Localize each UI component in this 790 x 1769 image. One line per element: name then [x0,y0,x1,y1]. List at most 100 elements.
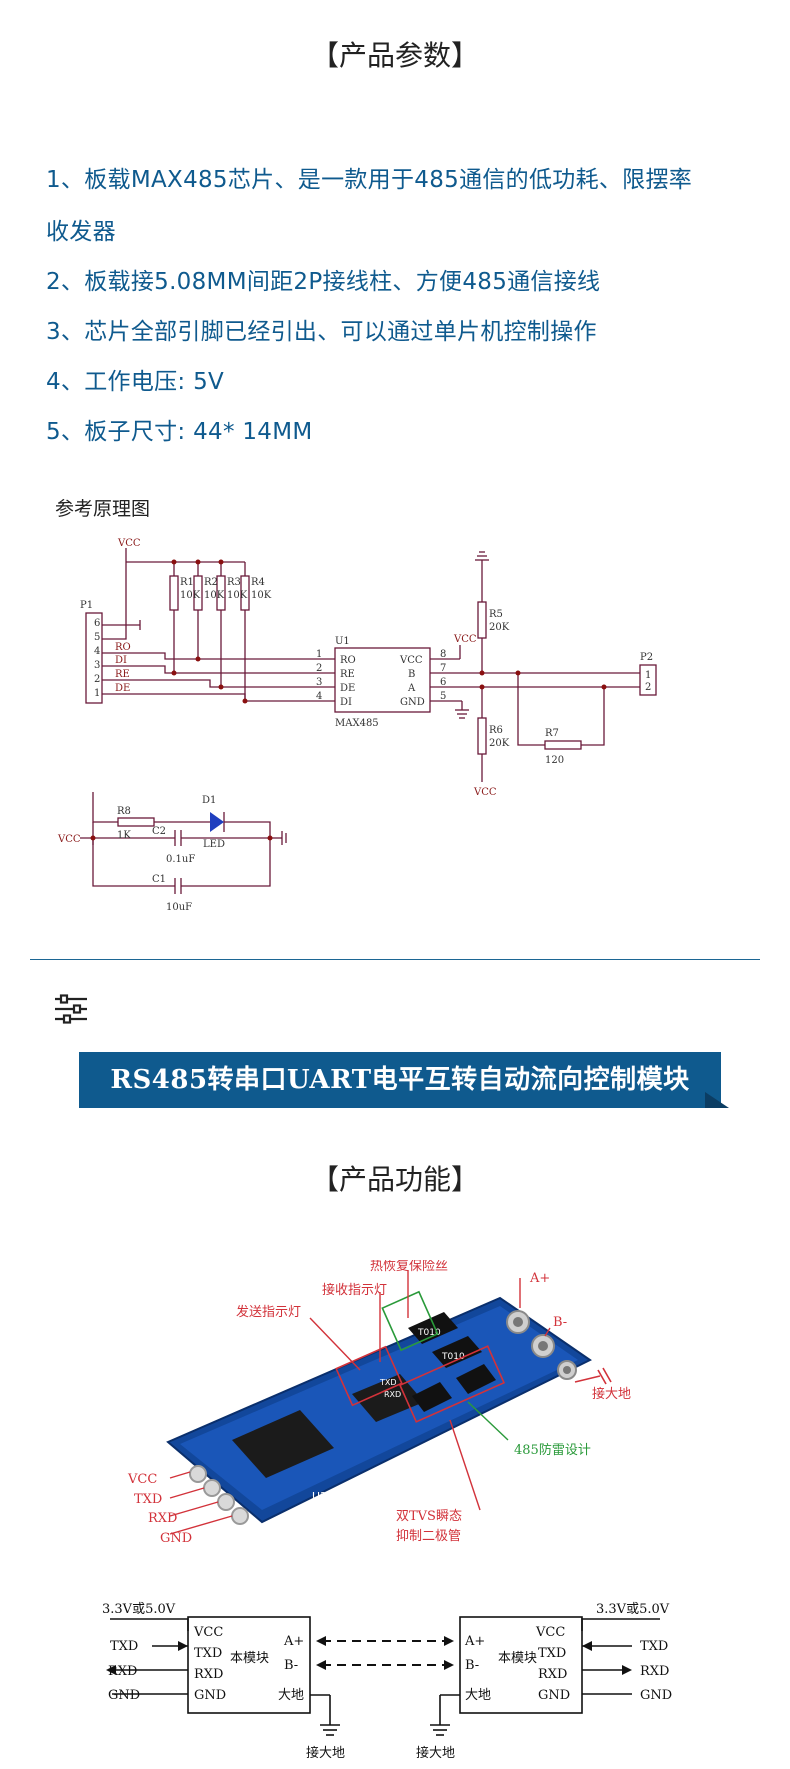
txd-arrow-icon [178,1641,188,1651]
param-line-1-cont: 收发器 [46,219,116,245]
svg-text:10K: 10K [204,590,225,601]
rxd-arrow-icon [106,1665,116,1675]
reference-schematic: 参考原理图 [55,498,657,913]
svg-text:10uF: 10uF [166,902,192,913]
svg-text:T010: T010 [441,1352,465,1362]
svg-text:U2: U2 [312,1490,327,1503]
svg-text:6: 6 [440,677,446,688]
svg-text:8: 8 [440,649,446,660]
svg-text:B: B [408,669,415,680]
svg-text:GND: GND [400,697,425,708]
svg-text:D1: D1 [202,795,216,806]
svg-text:GND: GND [538,1688,570,1703]
svg-text:C1: C1 [152,874,166,885]
svg-text:TXD: TXD [194,1646,222,1661]
svg-text:接大地: 接大地 [306,1745,345,1761]
svg-text:2: 2 [94,674,100,685]
svg-text:RE: RE [115,669,130,680]
section-divider [30,959,760,960]
svg-text:R4: R4 [251,577,265,588]
svg-text:TXD: TXD [640,1639,668,1654]
svg-text:GND: GND [640,1688,672,1703]
svg-text:4: 4 [94,646,100,657]
param-line-2: 2、板载接5.08MM间距2P接线柱、方便485通信接线 [46,269,601,295]
param-line-5: 5、板子尺寸: 44* 14MM [46,419,313,445]
schematic-title: 参考原理图 [55,498,150,520]
svg-text:VCC: VCC [453,634,477,645]
wiring-diagram: 3.3V或5.0V 3.3V或5.0V TXD RXD GND TXD RXD … [102,1602,672,1761]
svg-text:RXD: RXD [108,1664,137,1679]
svg-text:R8: R8 [117,806,131,817]
param-line-3: 3、芯片全部引脚已经引出、可以通过单片机控制操作 [46,319,597,345]
fuse-1-icon [408,1312,458,1344]
label-surge: 485防雷设计 [514,1442,591,1458]
svg-text:R1: R1 [180,577,194,588]
fuse-2-icon [432,1336,482,1368]
label-txd: TXD [134,1492,162,1507]
param-line-4: 4、工作电压: 5V [46,369,225,395]
svg-text:P2: P2 [640,652,653,663]
svg-text:接大地: 接大地 [416,1745,455,1761]
svg-text:TXD: TXD [110,1639,138,1654]
params-title: 【产品参数】 [310,39,479,72]
svg-text:10K: 10K [227,590,248,601]
svg-text:6: 6 [94,618,100,629]
svg-text:120: 120 [545,755,564,766]
svg-text:VCC: VCC [399,655,423,666]
rxd-arrow-icon [622,1665,632,1675]
label-tvs-1: 双TVS瞬态 [396,1509,462,1524]
label-ground: 接大地 [592,1386,631,1402]
label-rxd: RXD [148,1511,177,1526]
svg-text:RXD: RXD [194,1667,223,1682]
label-vcc: VCC [127,1472,157,1487]
board-photo-annotated: T010 T010 U2 TXD RXD 热恢复保险丝 接收指示灯 发送指示灯 … [127,1260,631,1546]
banner-fold [705,1092,729,1108]
svg-text:本模块: 本模块 [498,1651,537,1666]
svg-text:GND: GND [108,1688,140,1703]
svg-text:DI: DI [115,655,127,666]
bus-arrow-icon [316,1660,326,1670]
svg-text:A+: A+ [283,1634,304,1649]
svg-text:DI: DI [340,697,352,708]
functions-title: 【产品功能】 [310,1163,479,1196]
chip-u2-icon [352,1374,424,1422]
svg-text:A: A [407,683,416,694]
svg-text:3.3V或5.0V: 3.3V或5.0V [102,1602,176,1617]
svg-text:RO: RO [340,655,356,666]
svg-text:RXD: RXD [538,1667,567,1682]
label-rx-led: 接收指示灯 [322,1282,387,1298]
pin-vcc-icon [189,1465,207,1483]
tvs-diode-1-icon [412,1382,452,1412]
svg-text:DE: DE [115,683,130,694]
svg-text:4: 4 [316,691,322,702]
pin-txd-icon [203,1479,221,1497]
svg-text:GND: GND [194,1688,226,1703]
svg-text:RO: RO [115,642,131,653]
param-line-1: 1、板载MAX485芯片、是一款用于485通信的低功耗、限摆率 [46,167,693,193]
svg-text:U1: U1 [335,636,350,647]
svg-text:VCC: VCC [193,1625,223,1640]
svg-text:RXD: RXD [384,1390,401,1399]
pin-rxd-icon [217,1493,235,1511]
label-b-minus: B- [553,1315,567,1330]
svg-text:C2: C2 [152,826,166,837]
svg-text:R7: R7 [545,728,559,739]
svg-text:1K: 1K [117,830,131,841]
svg-text:VCC: VCC [535,1625,565,1640]
svg-text:大地: 大地 [278,1688,304,1703]
label-tvs-2: 抑制二极管 [396,1529,461,1544]
svg-text:20K: 20K [489,622,510,633]
svg-text:R5: R5 [489,609,503,620]
svg-text:1: 1 [94,688,100,699]
svg-text:RXD: RXD [640,1664,669,1679]
txd-arrow-icon [582,1641,592,1651]
svg-text:0.1uF: 0.1uF [166,854,195,865]
svg-text:LED: LED [203,839,225,850]
pin-gnd-icon [231,1507,249,1525]
label-fuse: 热恢复保险丝 [370,1260,448,1274]
svg-text:1: 1 [645,670,651,681]
svg-text:3.3V或5.0V: 3.3V或5.0V [596,1602,670,1617]
svg-text:DE: DE [340,683,355,694]
svg-text:3: 3 [94,660,100,671]
svg-text:7: 7 [440,663,446,674]
